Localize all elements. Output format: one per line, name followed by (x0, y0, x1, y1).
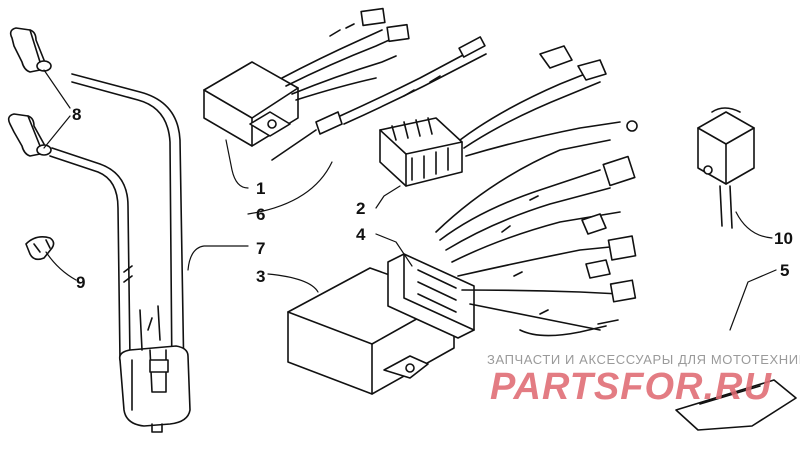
cdi-module (203, 61, 299, 147)
ignition-coil (118, 305, 191, 433)
callout-1: 1 (256, 179, 265, 198)
ht-lead-upper (71, 73, 185, 381)
callout-5: 5 (780, 261, 789, 280)
callout-4: 4 (356, 225, 366, 244)
callout-2: 2 (356, 199, 365, 218)
regulator-wires (459, 45, 638, 157)
callout-labels: 1 2 3 4 5 6 7 8 9 10 (72, 105, 793, 292)
callout-6: 6 (256, 205, 265, 224)
cdi-pigtail-wires (281, 7, 410, 101)
callout-9: 9 (76, 273, 85, 292)
temperature-sensor (271, 36, 487, 161)
relay (697, 107, 755, 229)
watermark-tagline: ЗАПЧАСТИ И АКСЕССУАРЫ ДЛЯ МОТОТЕХНИКИ (487, 352, 800, 367)
callout-7: 7 (256, 239, 265, 258)
spark-plug-cap-upper (9, 27, 52, 73)
main-wiring-harness (435, 139, 637, 337)
callout-3: 3 (256, 267, 265, 286)
voltage-regulator (379, 117, 463, 187)
callout-8: 8 (72, 105, 81, 124)
decal-sheet (675, 379, 797, 431)
callout-10: 10 (774, 229, 793, 248)
watermark-logo: PARTSFOR.RU (490, 366, 772, 408)
spark-plug-cap-lower (7, 113, 52, 157)
leader-lines (43, 69, 777, 331)
ht-lead-lower (49, 147, 133, 361)
